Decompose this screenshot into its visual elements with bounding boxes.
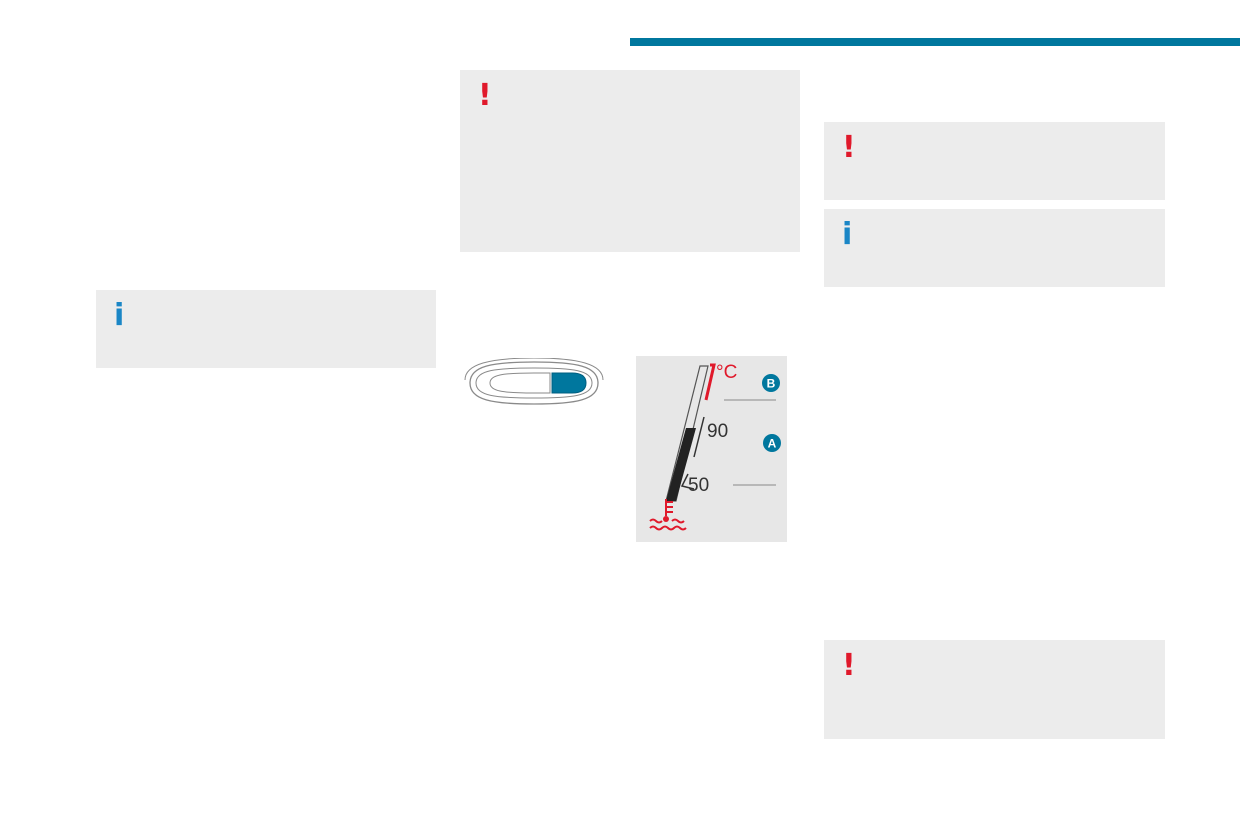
warning-note-box: ! — [824, 122, 1165, 200]
gauge-level-fill — [666, 428, 696, 501]
marker-a-label: A — [768, 437, 777, 451]
info-note-box: i — [96, 290, 436, 368]
marker-b-badge: B — [762, 374, 780, 392]
warning-icon: ! — [842, 130, 856, 165]
info-icon: i — [114, 298, 125, 333]
warning-icon: ! — [842, 648, 856, 683]
gauge-red-zone — [704, 363, 716, 401]
tick-50 — [680, 473, 695, 490]
tick-label-50: 50 — [688, 475, 709, 496]
tick-90 — [693, 416, 705, 458]
coolant-temperature-gauge: °C B 90 A 50 — [636, 356, 787, 542]
tick-label-90: 90 — [707, 421, 728, 442]
info-icon: i — [842, 217, 853, 252]
warning-note-box: ! — [824, 640, 1165, 739]
warning-icon: ! — [478, 78, 492, 113]
temperature-unit-label: °C — [716, 362, 737, 383]
warning-note-box: ! — [460, 70, 800, 252]
coolant-temperature-icon — [649, 499, 687, 531]
header-accent-bar — [630, 38, 1240, 46]
instrument-cluster-illustration — [462, 357, 606, 408]
marker-b-label: B — [767, 377, 776, 391]
info-note-box: i — [824, 209, 1165, 287]
marker-a-badge: A — [763, 434, 781, 452]
